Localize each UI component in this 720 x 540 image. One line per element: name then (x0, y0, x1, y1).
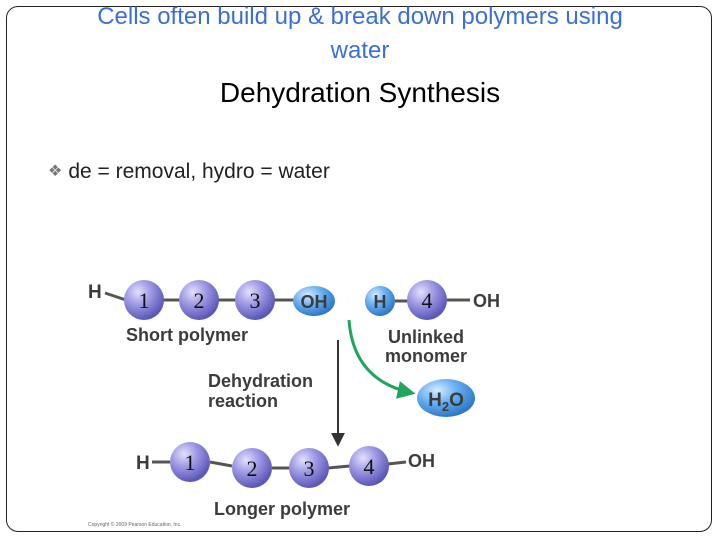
h-label: H (88, 282, 102, 303)
h-group (365, 286, 395, 316)
slide-subtitle: Dehydration Synthesis (219, 77, 501, 108)
slide-frame (6, 6, 712, 532)
oh-group (293, 286, 335, 316)
monomer-4 (407, 280, 447, 320)
bullet-text: de = removal, hydro = water (68, 160, 330, 183)
monomer-4 (349, 446, 389, 486)
reaction-label-2: reaction (208, 391, 278, 411)
monomer-1 (124, 280, 164, 320)
reaction-label-1: Dehydration (208, 371, 313, 391)
copyright-text: Copyright © 2009 Pearson Education, Inc. (88, 522, 182, 528)
bond (327, 464, 351, 470)
monomer-number: 4 (364, 454, 375, 479)
water-release-arrow (347, 319, 416, 399)
title-line-2: water (330, 37, 390, 64)
monomer-1 (170, 442, 210, 482)
oh-label: OH (301, 292, 328, 312)
longer-polymer-label: Longer polymer (214, 499, 350, 519)
unlinked-label: Unlinked (388, 327, 464, 347)
slide-title: Cells often build up & break down polyme… (0, 0, 720, 68)
monomer-number: 2 (247, 456, 258, 481)
water-molecule (417, 379, 475, 417)
water-label: H2O (428, 390, 464, 414)
monomer-number: 1 (185, 450, 196, 475)
bullet-icon: ❖ (48, 163, 63, 180)
bond (209, 460, 233, 468)
h-label: H (136, 453, 150, 474)
oh-label: OH (408, 451, 435, 471)
short-polymer-label: Short polymer (126, 325, 248, 345)
bond (387, 460, 407, 466)
oh-label: OH (473, 291, 500, 311)
bullet-item: ❖ de = removal, hydro = water (48, 160, 330, 184)
title-line-1: Cells often build up & break down polyme… (97, 3, 623, 30)
monomer-number: 4 (422, 288, 433, 313)
monomer-number: 2 (194, 288, 205, 313)
monomer-3 (289, 448, 329, 488)
monomer-number: 3 (304, 456, 315, 481)
monomer-number: 1 (139, 288, 150, 313)
monomer-number: 3 (250, 288, 261, 313)
monomer-2 (232, 448, 272, 488)
monomer-label: monomer (385, 346, 467, 366)
monomer-2 (179, 280, 219, 320)
monomer-3 (235, 280, 275, 320)
h-label: H (374, 292, 387, 312)
bond (104, 291, 127, 302)
